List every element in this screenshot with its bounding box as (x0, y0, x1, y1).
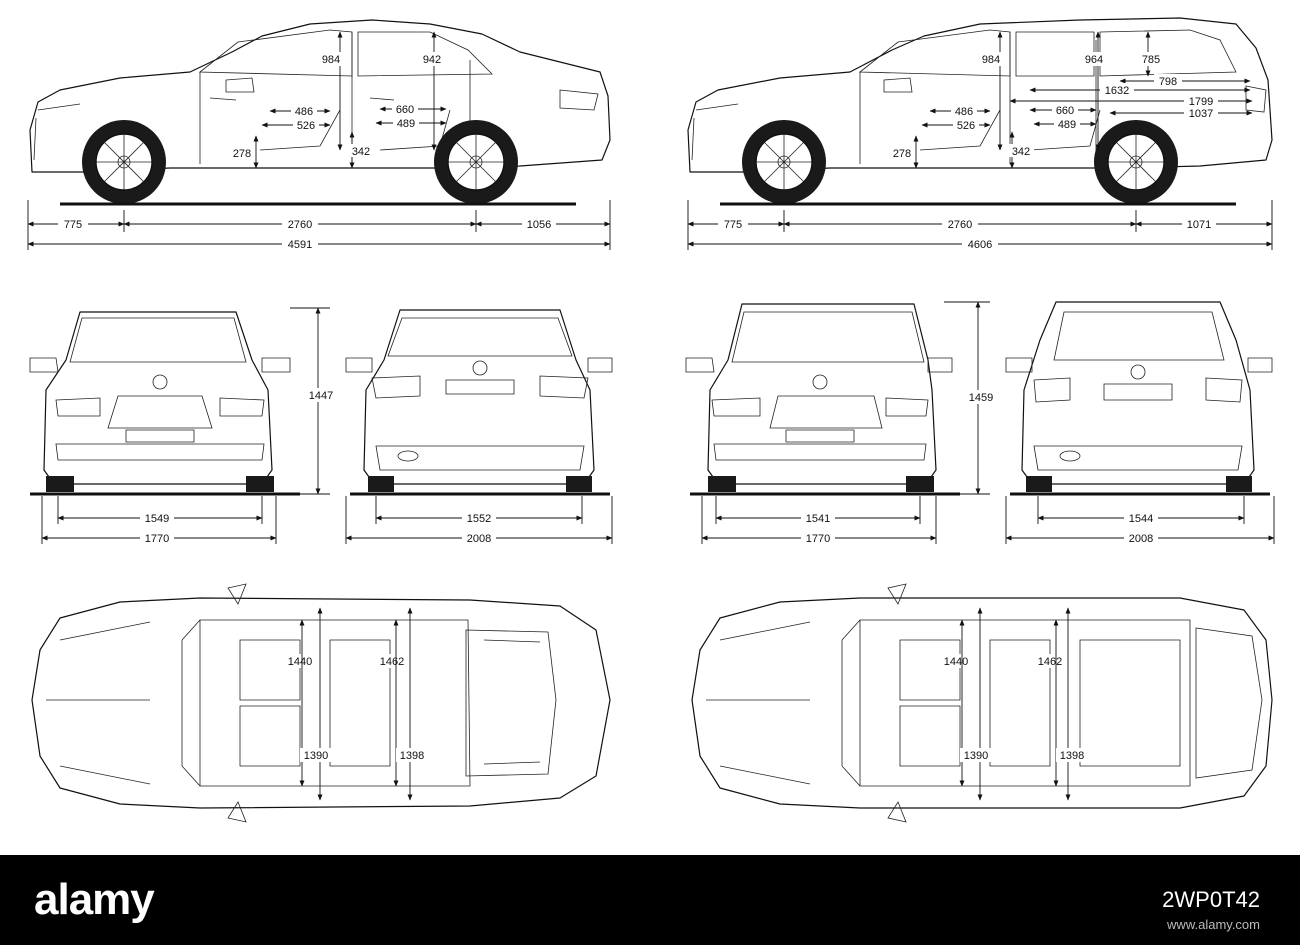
watermark-footer: alamy 2WP0T42 www.alamy.com (0, 855, 1300, 945)
estate-seat-height-rear: 342 (1012, 146, 1030, 158)
sedan-shoulder-rear: 1462 (380, 656, 404, 668)
estate-headroom-rear: 964 (1085, 54, 1103, 66)
sedan-hip-front: 1390 (304, 750, 328, 762)
estate-shoulder-rear: 1462 (1038, 656, 1062, 668)
estate-seat-rear-b: 489 (1058, 119, 1076, 131)
site-url: www.alamy.com (1167, 917, 1260, 932)
sedan-wheelbase: 2760 (288, 219, 312, 231)
estate-hip-rear: 1398 (1060, 750, 1084, 762)
estate-front-view: 1459 1541 1770 (685, 301, 996, 545)
sedan-rear-view: 1552 2008 (345, 309, 613, 545)
sedan-rear-track: 1552 (467, 513, 491, 525)
sedan-overhang-rear: 1056 (527, 219, 551, 231)
estate-cargo-1799: 1799 (1189, 96, 1213, 108)
estate-length: 4606 (968, 239, 992, 251)
sedan-overhang-front: 775 (64, 219, 82, 231)
sedan-hip-rear: 1398 (400, 750, 424, 762)
sedan-seat-height-front: 278 (233, 148, 251, 160)
sedan-seat-front-b: 526 (297, 120, 315, 132)
estate-cargo-1632: 1632 (1105, 85, 1129, 97)
sedan-front-track: 1549 (145, 513, 169, 525)
sedan-seat-height-rear: 342 (352, 146, 370, 158)
estate-wheelbase: 2760 (948, 219, 972, 231)
estate-headroom-front: 984 (982, 54, 1000, 66)
estate-shoulder-front: 1440 (944, 656, 968, 668)
sedan-seat-rear-b: 489 (397, 118, 415, 130)
estate-overhang-front: 775 (724, 219, 742, 231)
sedan-headroom-front: 984 (322, 54, 340, 66)
estate-seat-front-b: 526 (957, 120, 975, 132)
sedan-width-mirrors: 2008 (467, 533, 491, 545)
sedan-seat-rear-a: 660 (396, 104, 414, 116)
dimension-diagram: 984 942 486 526 660 489 278 342 775 2760… (27, 17, 1275, 823)
brand-logo: alamy (34, 875, 155, 924)
sedan-front-view: 1447 1549 1770 (29, 307, 336, 545)
sedan-width: 1770 (145, 533, 169, 545)
sedan-shoulder-front: 1440 (288, 656, 312, 668)
sedan-seat-front-a: 486 (295, 106, 313, 118)
estate-side-view: 984 964 785 798 1632 1799 1037 486 526 6… (687, 17, 1273, 251)
estate-front-track: 1541 (806, 513, 830, 525)
sedan-top-view: 1440 1462 1390 1398 (31, 583, 611, 823)
estate-hip-front: 1390 (964, 750, 988, 762)
sedan-headroom-rear: 942 (423, 54, 441, 66)
sedan-side-view: 984 942 486 526 660 489 278 342 775 2760… (27, 19, 611, 251)
sedan-length: 4591 (288, 239, 312, 251)
estate-seat-front-a: 486 (955, 106, 973, 118)
estate-cargo-1037: 1037 (1189, 108, 1213, 120)
stock-image-id: 2WP0T42 (1162, 887, 1260, 912)
estate-seat-rear-a: 660 (1056, 105, 1074, 117)
estate-cargo-height: 785 (1142, 54, 1160, 66)
estate-width-mirrors: 2008 (1129, 533, 1153, 545)
estate-height: 1459 (969, 392, 993, 404)
sedan-height: 1447 (309, 390, 333, 402)
estate-rear-track: 1544 (1129, 513, 1153, 525)
estate-cargo-798: 798 (1159, 76, 1177, 88)
estate-width: 1770 (806, 533, 830, 545)
estate-top-view: 1440 1462 1390 1398 (691, 583, 1273, 823)
estate-seat-height-front: 278 (893, 148, 911, 160)
estate-rear-view: 1544 2008 (1005, 301, 1275, 545)
estate-overhang-rear: 1071 (1187, 219, 1211, 231)
